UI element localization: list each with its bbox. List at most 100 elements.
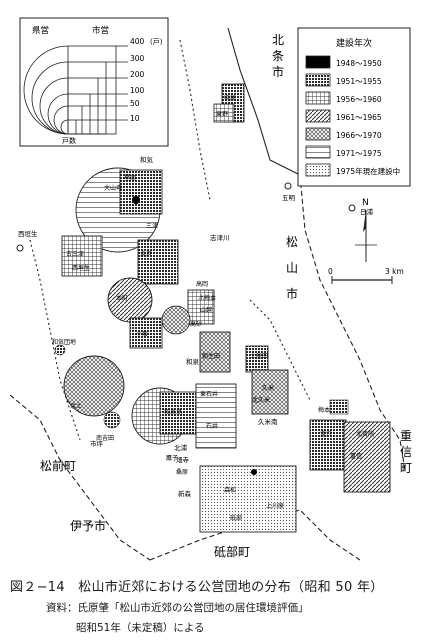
- estate-circle-b: [107, 277, 153, 323]
- size-legend: 県営 市営 400 (戸) 300 200 100 50 10: [19, 17, 169, 147]
- estate-label-3: 西垣生: [72, 264, 90, 272]
- region-matsuyama: 松山市: [286, 235, 298, 301]
- estate-square-m: [343, 421, 391, 493]
- place-higashikawa: 日浦: [360, 207, 374, 216]
- estate-label-32: 北斎院: [356, 430, 374, 438]
- figure-caption: 図２−14 松山市近郊における公営団地の分布（昭和 50 年）: [10, 580, 384, 595]
- year-label-3: 1961～1965: [336, 113, 382, 122]
- north-label: N: [362, 198, 369, 208]
- estate-label-2: 古三津: [66, 250, 84, 258]
- size-unit: (戸): [150, 38, 163, 46]
- place-kitaura: 北浦: [174, 443, 188, 452]
- place-labels: 和気 五明 日浦 西垣生 志津川 久米南 和泉 北浦 市坪 畑寺 新森: [18, 155, 374, 498]
- estate-square-c: [137, 239, 179, 285]
- year-swatch-5: [305, 145, 331, 159]
- estate-label-6: 北梅本: [198, 294, 216, 302]
- estate-symbols: [16, 83, 391, 533]
- estate-label-20: 上川原: [266, 502, 284, 510]
- estate-square-i: [159, 391, 197, 435]
- estate-square-a: [119, 169, 163, 215]
- estate-label-12: 和泉北: [164, 408, 182, 416]
- estate-label-23: 南吉田: [96, 434, 114, 442]
- estate-label-9: 高砂: [190, 320, 202, 328]
- north-arrow: N: [355, 198, 377, 262]
- place-hatayo: 畑寺: [176, 456, 190, 464]
- estate-circle-j: [16, 244, 24, 252]
- size-value-200: 200: [130, 70, 145, 79]
- estate-square-o: [213, 103, 235, 123]
- size-value-100: 100: [130, 86, 145, 95]
- year-label-6: 1975年現在建設中: [336, 166, 400, 176]
- scale-end: 3 km: [385, 267, 404, 276]
- estate-square-d: [187, 289, 215, 325]
- figure-source-line1: 資料：氏原肇「松山市近郊の公営団地の居住環境評価」: [46, 602, 309, 614]
- size-value-50: 50: [130, 99, 140, 108]
- estate-label-15: 久米: [262, 384, 274, 392]
- estate-label-22: 北久米: [252, 396, 270, 404]
- estate-circle-h: [284, 182, 292, 190]
- region-hojo: 北条市: [272, 33, 284, 79]
- scale-bar: 0 3 km: [328, 267, 404, 284]
- estate-label-29: 桑原: [176, 468, 188, 476]
- year-swatch-2: [305, 91, 331, 105]
- estate-label-8: 本町: [116, 294, 128, 302]
- region-shigenobu: 重信町: [400, 429, 412, 475]
- estate-label-25: 中尾: [224, 94, 236, 102]
- estate-label-30: 星岡: [124, 175, 136, 182]
- estate-square-j: [195, 383, 237, 449]
- size-legend-muni-label: 市営: [92, 25, 109, 36]
- place-wakaba: 和泉: [186, 357, 200, 366]
- estate-label-28: 梅本: [318, 406, 330, 414]
- estate-label-4: 余戸: [140, 250, 152, 258]
- estate-label-31: 和気団地: [52, 338, 76, 346]
- size-legend-pref-label: 県営: [32, 25, 49, 36]
- estate-dot-b: [251, 469, 257, 475]
- scale-zero: 0: [328, 267, 333, 276]
- place-gojo: 五明: [282, 194, 296, 202]
- estate-label-17: 森松: [224, 486, 236, 494]
- region-matsumae: 松前町: [40, 458, 76, 473]
- estate-label-0: 大山寺: [104, 184, 122, 192]
- place-nishihabu: 西垣生: [18, 229, 38, 238]
- region-tobe: 砥部町: [214, 544, 250, 559]
- estate-label-7: 山越: [200, 306, 212, 314]
- estate-circle-i: [348, 204, 356, 212]
- estate-labels: 大山寺 三津 古三津 西垣生 余戸 高岡 北梅本 山越 本町 高砂 小坂 朝生田…: [52, 94, 374, 522]
- year-swatch-6: [305, 163, 331, 177]
- year-label-0: 1948～1950: [336, 59, 382, 68]
- estate-square-e: [129, 317, 163, 349]
- estate-label-13: 余土: [70, 402, 82, 410]
- estate-label-26: 東野: [216, 110, 228, 118]
- place-ichiba: 市坪: [90, 439, 104, 448]
- estate-square-k: [199, 465, 297, 533]
- figure-source-line2: 昭和51年（未定稿）による: [76, 622, 205, 634]
- estate-circle-d: [63, 355, 125, 417]
- year-label-4: 1966～1970: [336, 131, 382, 140]
- estate-label-1: 三津: [146, 223, 158, 230]
- estate-dot-a: [132, 196, 140, 204]
- estate-circle-c: [161, 305, 191, 335]
- year-label-2: 1956～1960: [336, 95, 382, 104]
- estate-circle-g: [103, 411, 121, 429]
- map-canvas: 県営 市営 400 (戸) 300 200 100 50 10: [9, 17, 412, 561]
- year-swatch-1: [305, 73, 331, 87]
- year-legend: 建設年次 1948～1950 1951～1955 1956～1960 1961～196…: [297, 27, 411, 187]
- estate-label-24: 砥部: [230, 514, 242, 522]
- place-shinfuku: 新森: [178, 489, 192, 498]
- estate-label-16: 石井: [206, 422, 218, 430]
- place-kume: 久米南: [258, 417, 278, 426]
- region-labels: 北条市 松山市 松前町 伊予市 砥部町 重信町: [40, 33, 412, 559]
- estate-label-19: 浮穴: [320, 430, 332, 438]
- year-label-1: 1951～1955: [336, 77, 382, 86]
- region-iyo: 伊予市: [70, 518, 106, 533]
- size-value-400: 400: [130, 37, 145, 46]
- year-swatch-4: [305, 127, 331, 141]
- place-wake: 和気: [140, 155, 154, 164]
- estate-label-14: 東石井: [200, 390, 218, 398]
- estate-square-p: [329, 399, 349, 415]
- year-legend-title: 建設年次: [336, 37, 372, 49]
- size-legend-unit-bottom: 戸数: [62, 136, 76, 145]
- estate-label-21: 土居田: [250, 352, 268, 360]
- estate-label-10: 小坂: [136, 330, 148, 338]
- estate-square-h: [251, 369, 289, 415]
